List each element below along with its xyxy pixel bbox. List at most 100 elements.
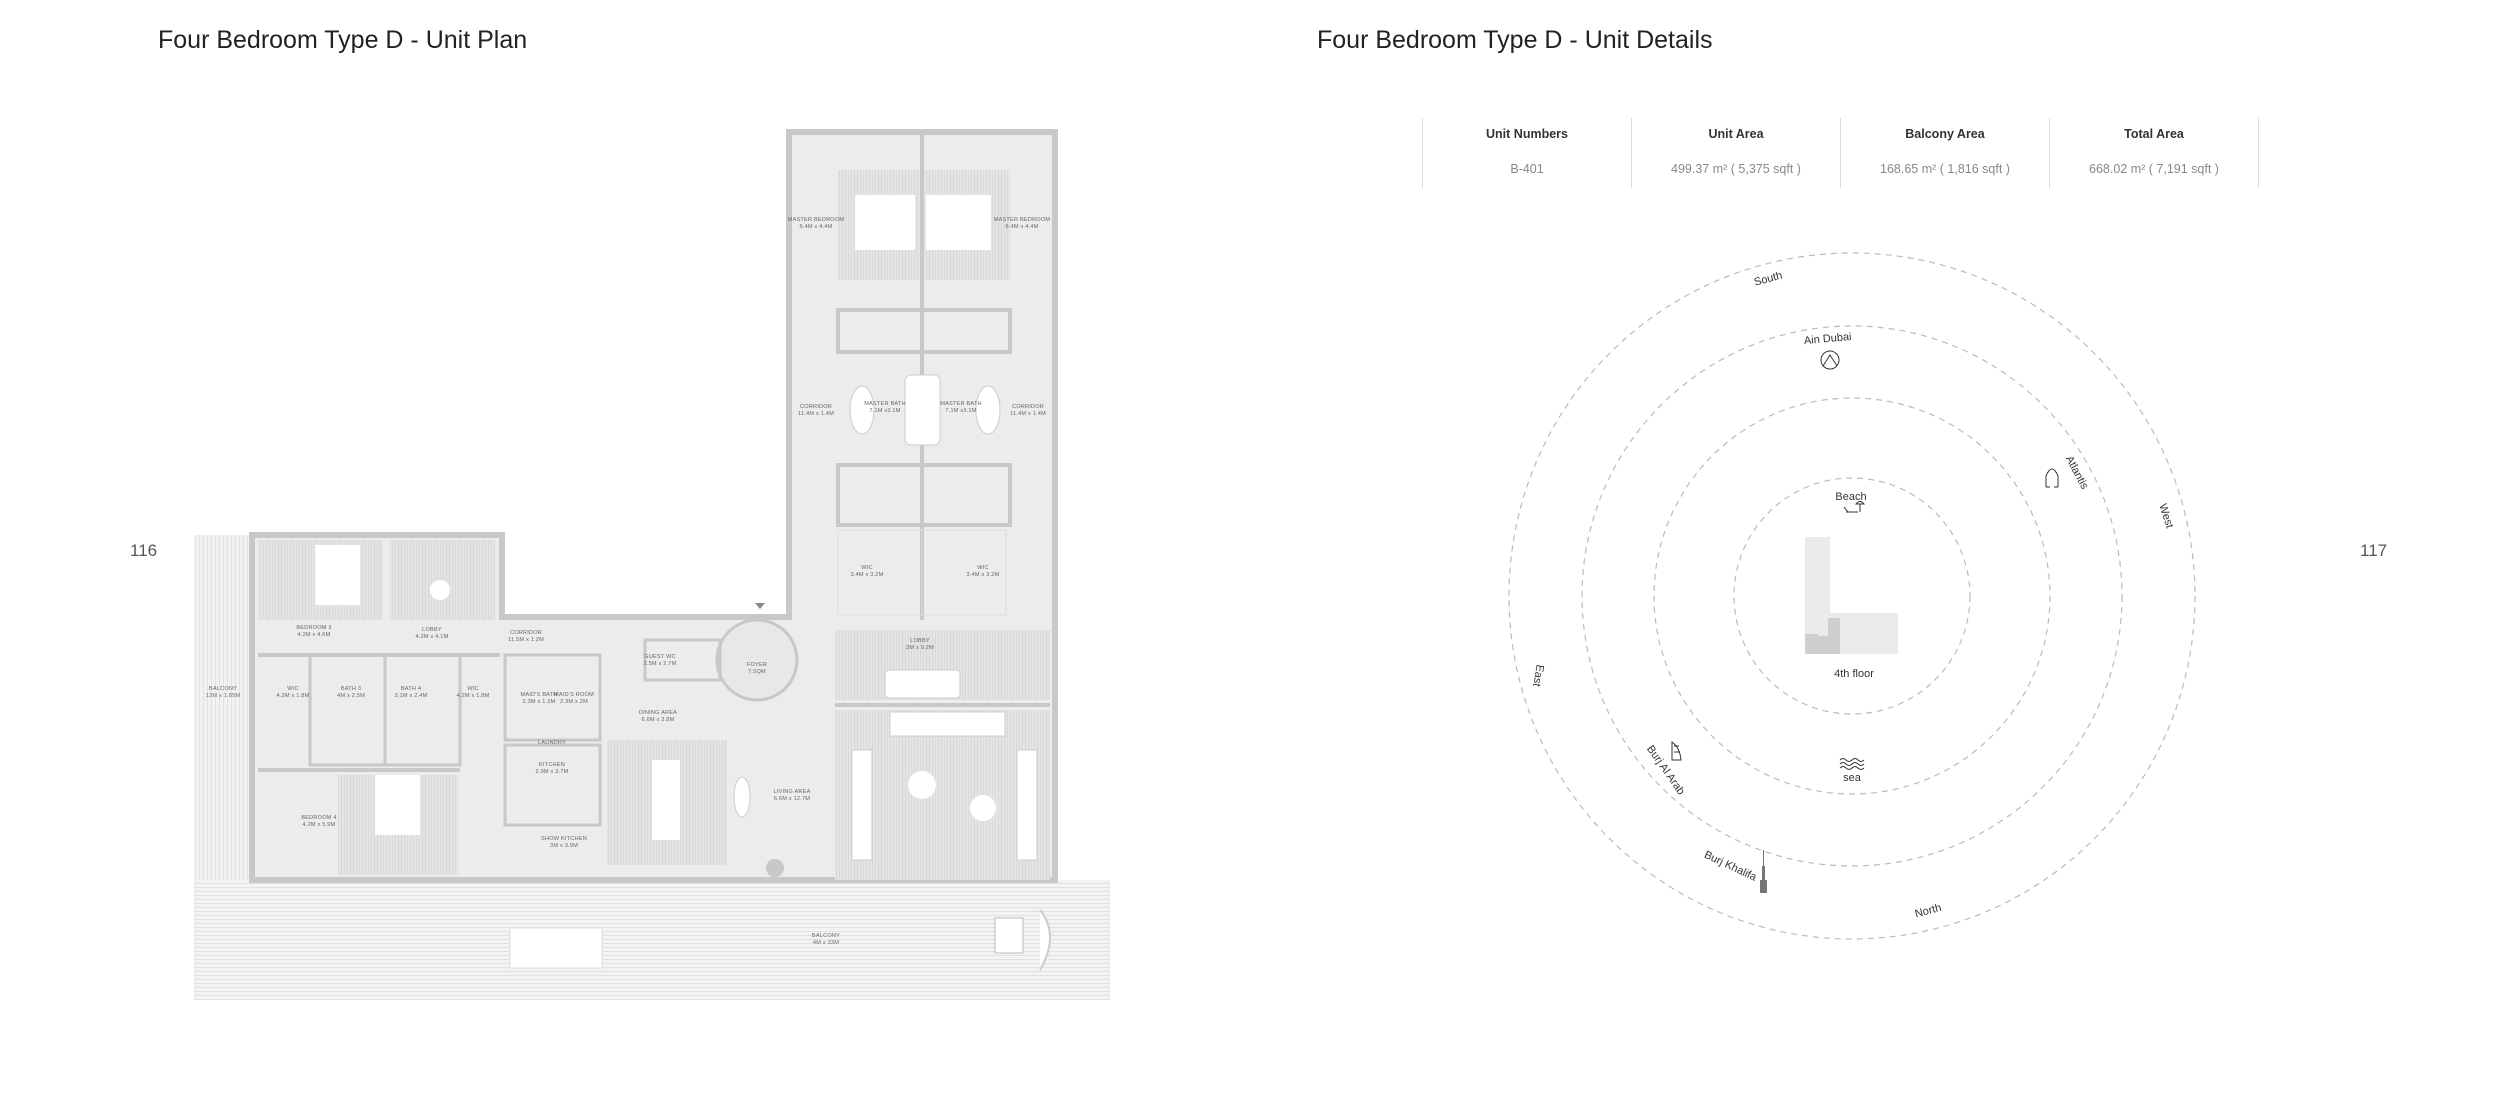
room-dimensions: 4M x 33M [813, 940, 839, 946]
room-name: WIC [287, 686, 298, 692]
landmark-sea: sea [1843, 772, 1862, 784]
column-value: 499.37 m² ( 5,375 sqft ) [1671, 162, 1801, 176]
room-name: BEDROOM 3 [296, 625, 331, 631]
landmark-burj-al-arab: Burj Al Arab [1644, 743, 1687, 797]
column-header: Total Area [2124, 127, 2184, 141]
plan-structure [194, 129, 1110, 1000]
room-dimensions: 4.2M x 1.8M [277, 693, 310, 699]
room-dimensions: 2.9M x 3.7M [536, 769, 569, 775]
column-value: B-401 [1510, 162, 1544, 176]
room-name: BATH 4 [401, 686, 421, 692]
room-name: MASTER BATH [864, 401, 906, 407]
unit-details-title: Four Bedroom Type D - Unit Details [1317, 26, 1713, 54]
column-value: 668.02 m² ( 7,191 sqft ) [2089, 162, 2219, 176]
room-name: LAUNDRY [538, 740, 566, 746]
unit-plan-title: Four Bedroom Type D - Unit Plan [158, 26, 528, 54]
room-dimensions: 2.5M x 2.7M [644, 661, 677, 667]
room-dimensions: 11.5M x 1.2M [508, 637, 544, 643]
room-name: KITCHEN [539, 762, 565, 768]
room-dimensions: 2.3M x 1.3M [523, 699, 556, 705]
column-header: Balcony Area [1905, 127, 1985, 141]
room-name: WIC [977, 565, 988, 571]
room-name: WIC [467, 686, 478, 692]
landmark-burj-khalifa: Burj Khalifa [1702, 849, 1759, 884]
room-dimensions: 7.1M x3.1M [945, 408, 976, 414]
floor-label: 4th floor [1834, 668, 1874, 680]
room-dimensions: 3.1M x 2.4M [395, 693, 428, 699]
room-dimensions: 4.2M x 1.8M [457, 693, 490, 699]
page-number-left: 116 [130, 541, 158, 560]
room-name: BALCONY [812, 933, 840, 939]
direction-west: West [2156, 502, 2175, 529]
ring [1581, 325, 2123, 867]
room-dimensions: 6.6M x 12.7M [774, 796, 810, 802]
direction-north: North [1914, 902, 1943, 921]
beach-umbrella-icon [1843, 501, 1866, 513]
ain-dubai-icon [1820, 350, 1840, 370]
distance-rings [1508, 252, 2196, 940]
room-dimensions: 6.4M x 4.4M [800, 224, 833, 230]
burj-al-arab-icon [1671, 740, 1682, 761]
room-name: FOYER [747, 662, 767, 668]
total-area-column: Total Area 668.02 m² ( 7,191 sqft ) [2050, 118, 2259, 188]
room-name: BALCONY [209, 686, 237, 692]
room-name: GUEST WC [644, 654, 676, 660]
landmark-atlantis: Atlantis [2063, 454, 2091, 492]
room-name: SHOW KITCHEN [541, 836, 587, 842]
atlantis-icon [2045, 468, 2059, 488]
burj-khalifa-icon [1760, 850, 1767, 893]
room-name: BATH 3 [341, 686, 361, 692]
room-name: MAID'S BATH [520, 692, 557, 698]
column-header: Unit Area [1708, 127, 1764, 141]
ring [1733, 477, 1971, 715]
ring [1508, 252, 2196, 940]
room-name: DINING AREA [639, 710, 677, 716]
side-balcony-deck [194, 535, 252, 880]
room-dimensions: 13M x 1.85M [206, 693, 241, 699]
ring [1653, 397, 2051, 795]
room-label: LAUNDRY [538, 740, 566, 746]
unit-area-column: Unit Area 499.37 m² ( 5,375 sqft ) [1632, 118, 1841, 188]
balcony-deck [194, 880, 1110, 1000]
building-footprint [1805, 537, 1898, 654]
room-name: MASTER BEDROOM [994, 217, 1051, 223]
room-dimensions: 7.1M x3.1M [869, 408, 900, 414]
room-dimensions: 2.3M x 2M [560, 699, 588, 705]
room-dimensions: 3.4M x 3.2M [851, 572, 884, 578]
room-name: MAID'S ROOM [554, 692, 594, 698]
room-name: CORRIDOR [800, 404, 832, 410]
landmark-ain-dubai: Ain Dubai [1803, 331, 1852, 347]
room-name: MASTER BATH [940, 401, 982, 407]
room-dimensions: 4.2M x 5.9M [303, 822, 336, 828]
room-name: WIC [861, 565, 872, 571]
room-dimensions: 3M x 3.9M [550, 843, 578, 849]
column-header: Unit Numbers [1486, 127, 1568, 141]
landmark-beach: Beach [1835, 491, 1866, 503]
room-name: LIVING AREA [773, 789, 810, 795]
room-dimensions: 6.4M x 4.4M [1006, 224, 1039, 230]
room-name: LOBBY [910, 638, 930, 644]
